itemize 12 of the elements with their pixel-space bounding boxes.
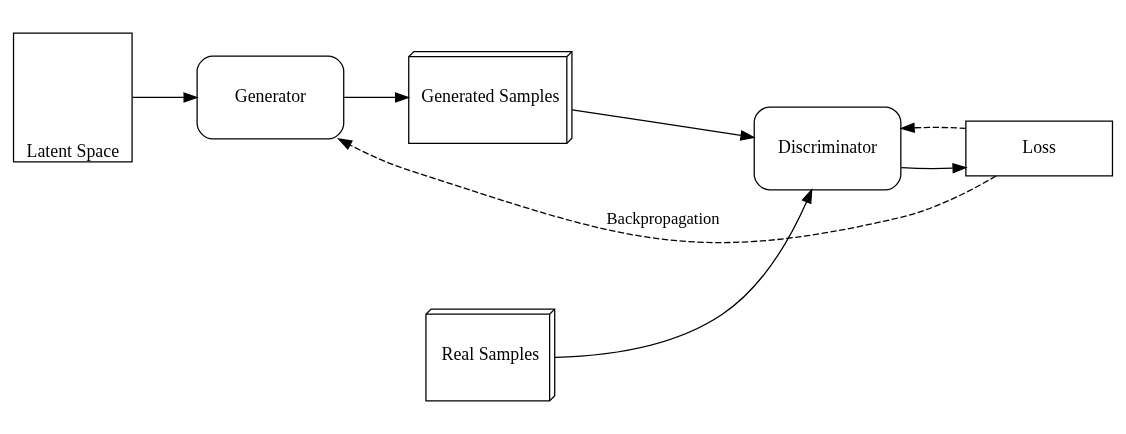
arrow xyxy=(336,138,997,244)
node-box: Discriminator xyxy=(753,106,902,191)
arrow xyxy=(899,122,967,134)
arrow xyxy=(554,188,813,358)
node-box: Loss xyxy=(965,120,1114,177)
arrow xyxy=(132,92,199,103)
node-box: Generator xyxy=(196,55,345,140)
arrow xyxy=(900,162,968,174)
arrow xyxy=(571,109,756,141)
arrow xyxy=(343,92,411,103)
node-box: Latent Space xyxy=(12,32,133,163)
edge-label: Backpropagation xyxy=(606,209,720,229)
